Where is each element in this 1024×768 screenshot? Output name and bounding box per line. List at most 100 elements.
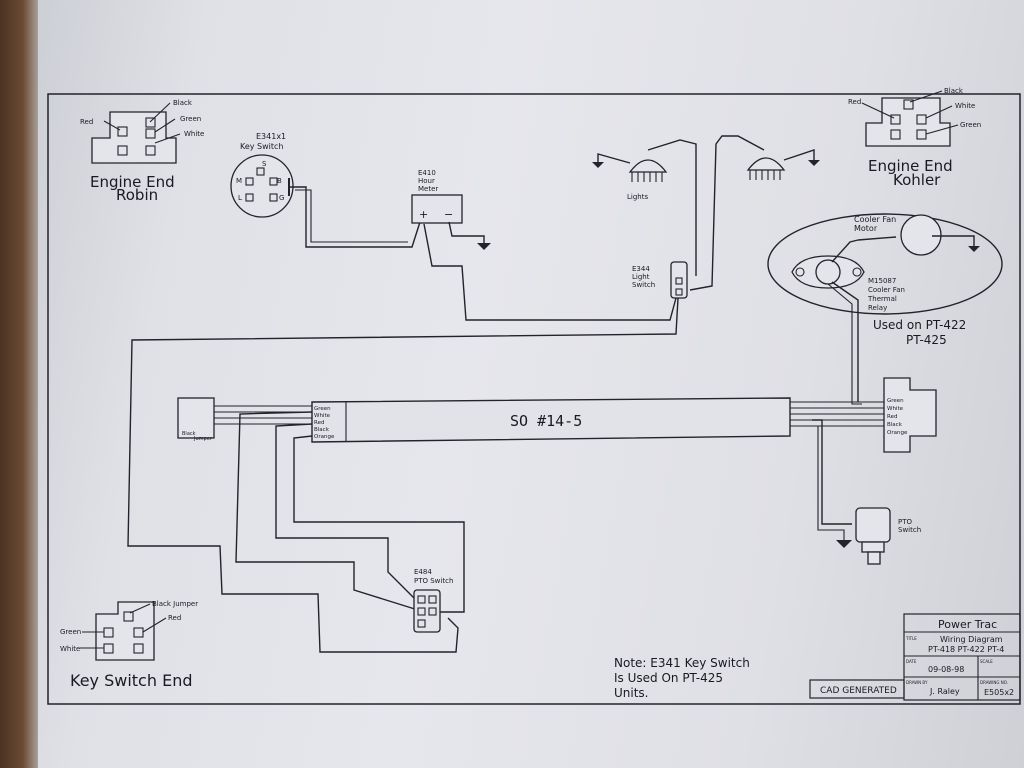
- wire-pto-right-ground: [817, 426, 845, 540]
- leader-line: [103, 120, 121, 131]
- cooler-motor-line1: Cooler Fan: [854, 215, 896, 224]
- kohler-pin: [903, 99, 914, 110]
- robin-connector: Black Red Green White Engine End Robin: [80, 99, 204, 204]
- wire-hourmeter-to-lightswitch: [423, 223, 677, 321]
- wire-key-to-hourmeter-b: [295, 189, 408, 243]
- lights-label: Lights: [627, 193, 648, 201]
- kohler-pin: [916, 129, 927, 140]
- wire-right-light-ground: [783, 149, 815, 161]
- hour-meter-line1: Hour: [418, 177, 435, 185]
- leader-line: [925, 124, 959, 135]
- key-switch: E341x1 Key Switch S M B L G: [230, 132, 294, 218]
- key-terminal: [269, 193, 278, 202]
- ground-icon: [968, 246, 980, 252]
- light-switch-terminal: [675, 277, 683, 285]
- drawing-no-label: DRAWING NO.: [980, 680, 1008, 685]
- robin-subtitle: Robin: [116, 186, 158, 204]
- harness-right-wire-label: Orange: [887, 430, 908, 436]
- title-block: CAD GENERATED Power Trac TITLE Wiring Di…: [809, 613, 1021, 701]
- thermal-relay-icon: [815, 259, 841, 285]
- note-line3: Units.: [614, 686, 649, 700]
- kohler-wire-label: Red: [848, 98, 861, 106]
- wire-left-light-ground: [597, 153, 631, 164]
- drawn-by: J. Raley: [929, 687, 960, 696]
- leader-line: [154, 133, 181, 144]
- robin-title: Engine End: [90, 173, 175, 191]
- harness-right-wire-label: Green: [887, 398, 904, 404]
- harness-right-wire-label: Black: [887, 422, 903, 428]
- key-terminal: [245, 193, 254, 202]
- company-name: Power Trac: [938, 618, 997, 631]
- pto-center-terminal: [417, 619, 426, 628]
- hour-meter-line2: Meter: [418, 185, 438, 193]
- kohler-subtitle: Kohler: [893, 171, 941, 189]
- ground-icon: [592, 162, 604, 168]
- harness-right-wire-label: Red: [887, 414, 897, 420]
- pto-right-line2: Switch: [898, 526, 921, 534]
- pto-center-terminal: [417, 595, 426, 604]
- leader-line: [925, 105, 953, 119]
- binder-edge: [0, 0, 38, 768]
- note-line2: Is Used On PT-425: [614, 671, 723, 685]
- drawing-title-line2: PT-418 PT-422 PT-4: [928, 645, 1004, 654]
- light-switch-line2: Switch: [632, 281, 655, 289]
- cooler-motor-line2: Motor: [854, 224, 878, 233]
- wire-harness-to-pto-center: [235, 411, 419, 611]
- light-lamp-icon: [628, 159, 668, 173]
- harness-label: SO #14-5: [510, 412, 582, 430]
- harness-left-wire-label: Red: [314, 420, 324, 426]
- pto-switch-right: PTO Switch: [855, 507, 921, 565]
- wire-motor-ground: [932, 235, 975, 246]
- robin-pin: [145, 128, 156, 139]
- pto-center-label: PTO Switch: [414, 577, 453, 585]
- harness-so-14-5: Black Jumper SO #14-5 Green White Red Bl…: [177, 377, 937, 453]
- pto-center-part-no: E484: [414, 568, 432, 576]
- pto-switch-center-body: [413, 589, 441, 633]
- robin-pin: [145, 117, 156, 128]
- drawing-border: [47, 93, 1021, 705]
- harness-left-wire-label: White: [314, 413, 331, 419]
- key-switch-end-connector: Black Jumper Red Green White Key Switch …: [60, 600, 198, 690]
- relay-line2: Thermal: [867, 295, 897, 303]
- pto-switch-right-stem: [861, 541, 885, 553]
- kohler-connector-body: [865, 97, 951, 147]
- pto-switch-right-body: [855, 507, 891, 543]
- drawing-no: E505x2: [984, 688, 1014, 697]
- kohler-connector: Black Red White Green Engine End Kohler: [848, 87, 981, 189]
- light-switch-line1: Light: [632, 273, 650, 281]
- leader-line: [142, 617, 167, 633]
- leader-line: [909, 90, 943, 103]
- key-end-pin: [133, 627, 144, 638]
- harness-left-wire-label: Black: [314, 427, 330, 433]
- engine-end-plug: [883, 377, 937, 453]
- date-field-label: DATE: [906, 659, 917, 664]
- wire-relay-to-harness: [831, 281, 859, 402]
- wire-relay-to-harness-b: [827, 283, 862, 405]
- light-lamp-icon: [746, 157, 786, 171]
- robin-pin: [145, 145, 156, 156]
- key-terminal-label: B: [277, 177, 282, 185]
- title-block-frame: [903, 613, 1021, 701]
- lights-assembly: Lights: [592, 135, 820, 291]
- cad-generated: CAD GENERATED: [820, 686, 897, 696]
- wire-lightswitch-loop: [127, 297, 679, 653]
- ground-icon: [808, 160, 820, 166]
- wire-harness-to-pto-center-b: [275, 423, 415, 599]
- key-terminal: [245, 177, 254, 186]
- hour-meter-part-no: E410: [418, 169, 436, 177]
- hour-meter: E410 Hour Meter + −: [411, 169, 463, 224]
- key-end-wire-label: Green: [60, 628, 81, 636]
- cooler-fan-group: Cooler Fan Motor M15087 Cooler Fan Therm…: [767, 213, 1003, 347]
- hour-meter-minus: −: [444, 208, 453, 221]
- drawing-title-line1: Wiring Diagram: [940, 635, 1003, 644]
- cooler-used-on-line1: Used on PT-422: [873, 318, 966, 332]
- hour-meter-plus: +: [419, 208, 428, 221]
- wire-left-light-to-switch: [647, 139, 697, 276]
- key-switch-end-title: Key Switch End: [70, 671, 192, 690]
- kohler-wire-label: White: [955, 102, 975, 110]
- note-block: Note: E341 Key Switch Is Used On PT-425 …: [614, 656, 750, 700]
- robin-pin: [117, 126, 128, 137]
- key-switch-label: Key Switch: [240, 142, 284, 151]
